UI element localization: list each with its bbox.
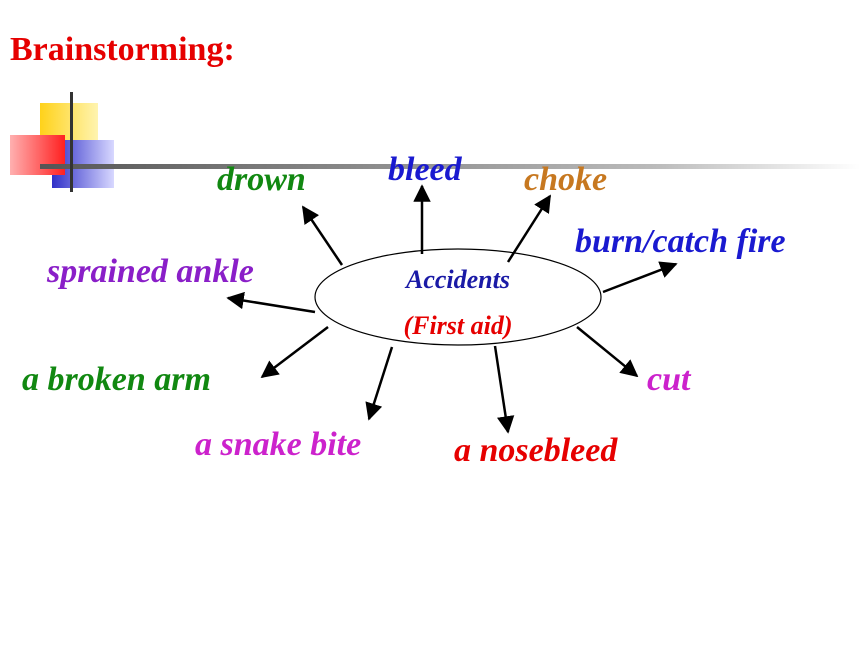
node-cut: cut xyxy=(647,361,691,398)
center-label-accidents: Accidents xyxy=(406,265,510,294)
center-label-first-aid: (First aid) xyxy=(403,311,513,340)
node-drown: drown xyxy=(217,161,306,198)
arrow-to-broken-arm xyxy=(260,326,329,379)
arrow-to-choke xyxy=(506,194,552,263)
horizontal-rule xyxy=(40,164,860,169)
node-nosebleed: a nosebleed xyxy=(454,432,618,469)
arrow-to-drown xyxy=(301,205,344,266)
node-snake-bite: a snake bite xyxy=(195,426,362,463)
slide-title: Brainstorming: xyxy=(10,31,235,68)
vertical-rule xyxy=(70,92,73,192)
arrow-to-burn xyxy=(602,261,678,294)
node-sprained-ankle: sprained ankle xyxy=(47,253,254,290)
node-choke: choke xyxy=(524,161,608,198)
node-burn-catch-fire: burn/catch fire xyxy=(575,223,786,260)
node-broken-arm: a broken arm xyxy=(22,361,211,398)
arrow-to-snake-bite xyxy=(365,346,394,421)
arrow-to-nosebleed xyxy=(493,345,515,434)
arrow-to-cut xyxy=(576,326,639,378)
center-ellipse xyxy=(314,248,602,346)
arrow-to-sprained xyxy=(226,291,316,314)
node-bleed: bleed xyxy=(388,151,462,188)
